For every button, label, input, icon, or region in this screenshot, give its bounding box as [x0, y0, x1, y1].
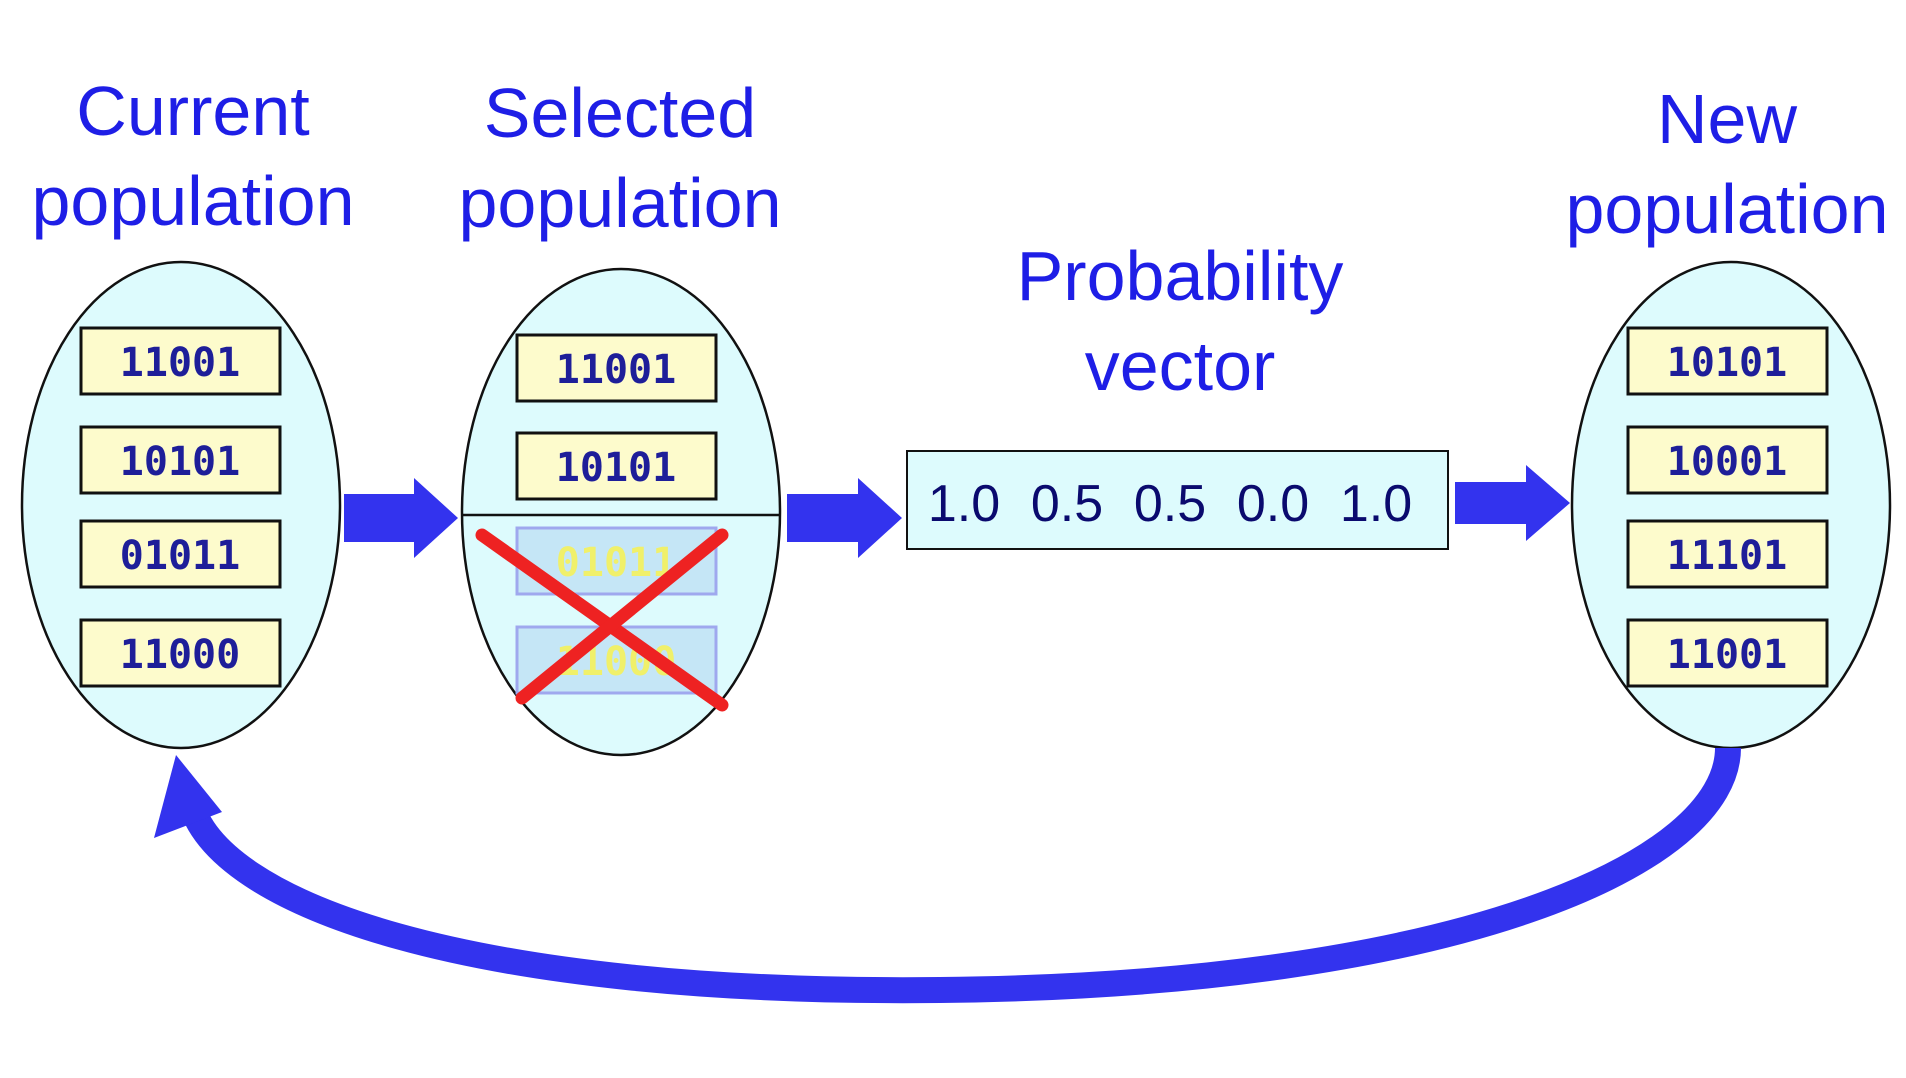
- arrow-probability-to-new: [1455, 465, 1570, 541]
- arrow-selected-to-probability: [787, 478, 902, 558]
- arrow-current-to-selected: [344, 478, 458, 558]
- probability-vector-box: 1.0 0.5 0.5 0.0 1.0: [906, 450, 1449, 550]
- probability-vector-title-line1: Probability: [1017, 237, 1344, 315]
- current-population-title-line2: population: [31, 162, 354, 240]
- new-chromosome-4: 11001: [1626, 618, 1829, 688]
- current-population-title-line1: Current: [76, 72, 309, 150]
- loop-back-arrowhead: [154, 755, 222, 838]
- selected-population-title-line1: Selected: [484, 74, 756, 152]
- discarded-chromosome-1: 01011: [515, 526, 718, 596]
- current-chromosome-1: 11001: [79, 326, 282, 396]
- selected-chromosome-2: 10101: [515, 431, 718, 501]
- new-chromosome-1: 10101: [1626, 326, 1829, 396]
- chromosome-label: 01011: [556, 540, 676, 586]
- new-population-title-line1: New: [1657, 80, 1797, 158]
- chromosome-label: 11001: [556, 347, 676, 393]
- discard-cross-icon: [475, 528, 729, 712]
- new-chromosome-3: 11101: [1626, 519, 1829, 589]
- chromosome-label: 11001: [1667, 632, 1787, 678]
- probability-value-5: 1.0: [1340, 475, 1412, 533]
- chromosome-label: 10101: [556, 445, 676, 491]
- chromosome-label: 11001: [120, 340, 240, 386]
- selected-population-title-line2: population: [458, 164, 781, 242]
- chromosome-label: 11000: [120, 632, 240, 678]
- chromosome-label: 11101: [1667, 533, 1787, 579]
- current-chromosome-3: 01011: [79, 519, 282, 589]
- loop-back-arrow: [177, 747, 1741, 1004]
- probability-value-2: 0.5: [1031, 475, 1103, 533]
- probability-vector-title-line2: vector: [1085, 327, 1276, 405]
- probability-value-3: 0.5: [1134, 475, 1206, 533]
- new-chromosome-2: 10001: [1626, 425, 1829, 495]
- chromosome-label: 01011: [120, 533, 240, 579]
- probability-value-4: 0.0: [1237, 475, 1309, 533]
- probability-value-1: 1.0: [928, 475, 1000, 533]
- chromosome-label: 10101: [1667, 340, 1787, 386]
- current-chromosome-2: 10101: [79, 425, 282, 495]
- selected-chromosome-1: 11001: [515, 333, 718, 403]
- new-population-title-line2: population: [1565, 170, 1888, 248]
- chromosome-label: 10101: [120, 439, 240, 485]
- chromosome-label: 10001: [1667, 439, 1787, 485]
- current-chromosome-4: 11000: [79, 618, 282, 688]
